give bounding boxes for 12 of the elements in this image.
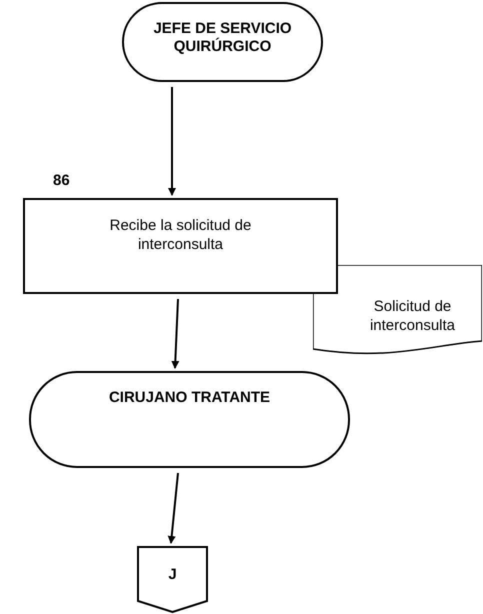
step-number: 86 [53, 172, 70, 190]
process-label: Recibe la solicitud de interconsulta [108, 216, 252, 254]
document-shape [313, 265, 482, 357]
arrow [168, 472, 179, 544]
connector-label: J [168, 566, 177, 584]
document-label: Solicitud de interconsulta [368, 297, 456, 335]
terminal-label: JEFE DE SERVICIO QUIRÚRGICO [152, 20, 293, 56]
arrow [168, 87, 176, 196]
terminal-label: CIRUJANO TRATANTE [108, 389, 270, 407]
process-box [23, 198, 338, 294]
arrow [171, 298, 180, 369]
off-page-connector [137, 546, 208, 613]
